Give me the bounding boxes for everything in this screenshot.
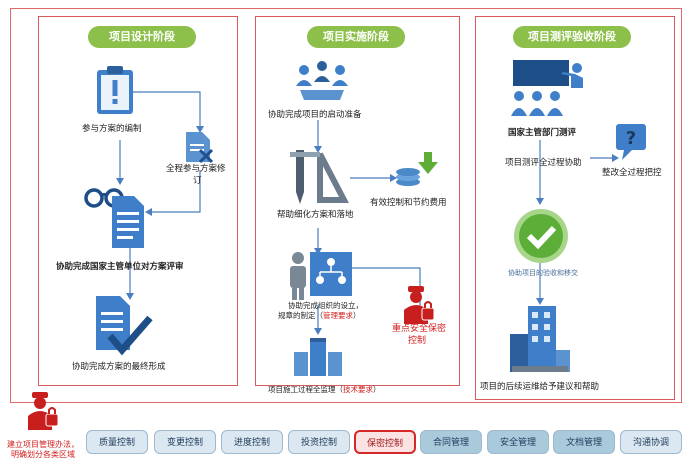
acceptance-step3-label: 协助项目的验收和移交 [508,269,578,277]
tab-contract-management[interactable]: 合同管理 [420,430,482,454]
clipboard-alert-icon [97,66,133,114]
implementation-side2-line1: 重点安全保密 [392,324,447,334]
presentation-audience-icon [511,60,583,116]
implementation-stage-title: 项目实施阶段 [307,26,405,48]
acceptance-step2-label: 项目测评全过程协助 [505,158,582,168]
acceptance-step4-label: 项目的后续运维给予建议和帮助 [480,382,600,392]
design-side-label-1: 全程参与方案修 [166,164,226,174]
implementation-step4-label: 项目施工过程全监理（技术要求） [268,385,381,394]
implementation-side2-line2: 控制 [408,336,427,346]
implementation-step3-line1: 协助完成组织的设立， [288,301,363,310]
server-stack-icon [294,338,342,376]
question-bubble-icon: ? [616,124,646,160]
design-step3-label: 协助完成方案的最终形成 [72,362,166,372]
team-meeting-icon [296,61,348,100]
building-maintenance-icon [510,306,570,372]
security-guard-icon [404,286,435,324]
svg-text:?: ? [626,128,636,149]
tab-quality-control[interactable]: 质量控制 [86,430,148,454]
acceptance-stage-title: 项目测评验收阶段 [513,26,631,48]
implementation-side1-label: 有效控制和节约费用 [370,198,447,208]
acceptance-step1-label: 国家主管部门测评 [508,128,577,138]
tab-confidentiality-control[interactable]: 保密控制 [354,430,416,454]
review-document-icon [112,196,144,248]
implementation-step1-label: 协助完成项目的启动准备 [268,110,362,120]
acceptance-side-label: 整改全过程把控 [602,168,662,178]
document-edit-icon [186,132,214,164]
design-stage-panel [38,16,238,386]
design-stage-title: 项目设计阶段 [88,26,196,48]
organization-chart-icon [290,252,352,300]
implementation-step2-label: 帮助细化方案和落地 [277,210,354,220]
tab-document-management[interactable]: 文档管理 [553,430,615,454]
document-check-icon [96,296,153,356]
implementation-stage-panel [255,16,460,386]
footer-note: 建立项目管理办法，明确划分各类区域 [7,440,79,459]
tab-schedule-control[interactable]: 进度控制 [221,430,283,454]
design-step1-label: 参与方案的编制 [82,124,142,134]
tab-change-control[interactable]: 变更控制 [154,430,216,454]
coins-savings-icon [396,152,438,186]
design-step2-label: 协助完成国家主管单位对方案评审 [56,262,184,272]
implementation-step3-line2: 规章的制定（管理要求） [278,311,361,320]
tab-safety-management[interactable]: 安全管理 [487,430,549,454]
tab-communication-coordination[interactable]: 沟通协调 [620,430,682,454]
process-frame [10,8,682,403]
design-tools-icon [290,150,349,204]
tab-investment-control[interactable]: 投资控制 [288,430,350,454]
design-side-label-2: 订 [193,176,202,186]
footer-security-guard-icon [28,392,59,430]
approval-check-icon [514,209,568,263]
